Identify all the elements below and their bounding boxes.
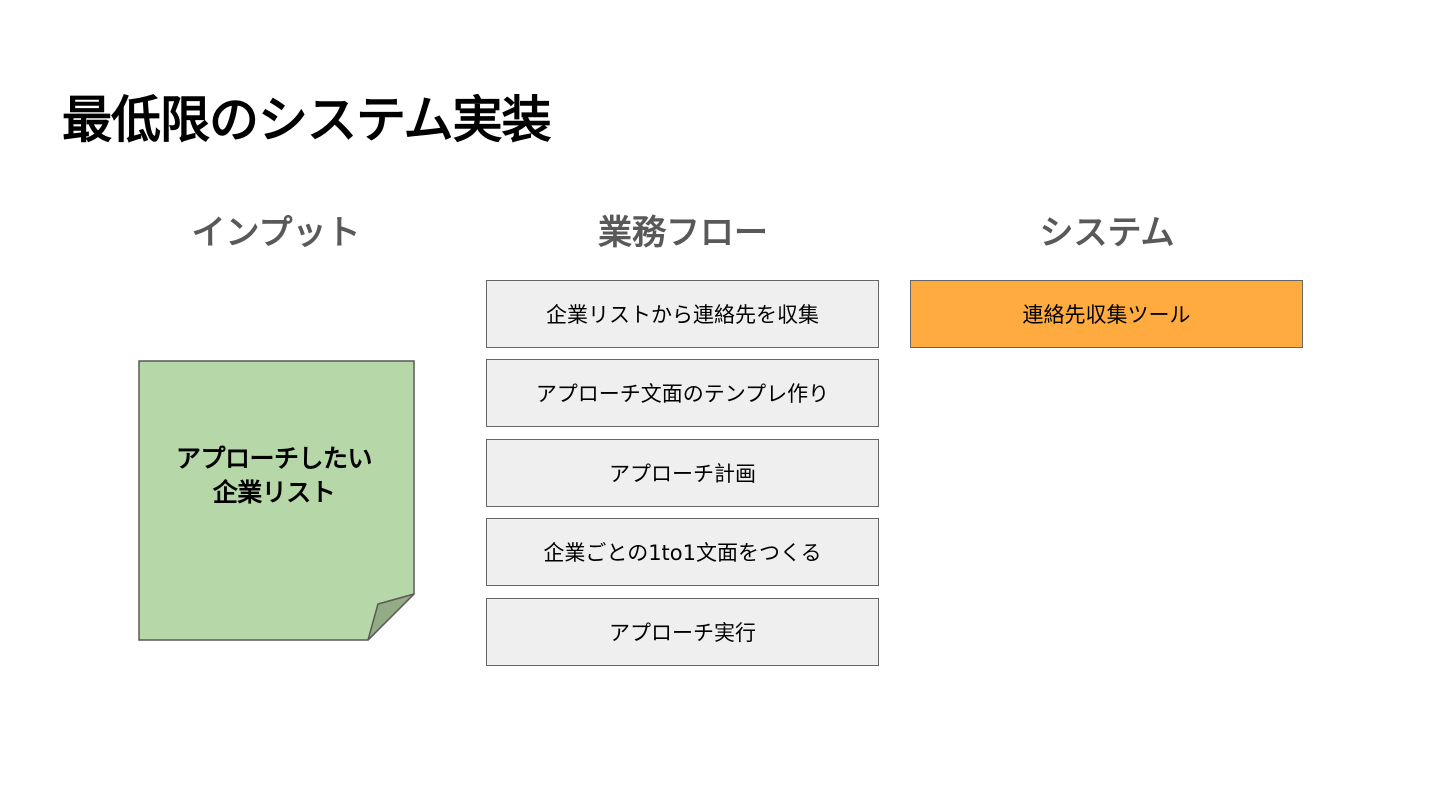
sticky-note-shape	[138, 360, 415, 641]
column-header-system: システム	[1039, 213, 1175, 253]
flow-step-plan: アプローチ計画	[486, 439, 879, 507]
input-note-line-2: 企業リスト	[212, 478, 336, 507]
flow-step-personalized-text: 企業ごとの1to1文面をつくる	[486, 518, 879, 586]
input-note-line-1: アプローチしたい	[175, 444, 373, 473]
column-header-flow: 業務フロー	[598, 213, 768, 253]
flow-step-template: アプローチ文面のテンプレ作り	[486, 359, 879, 427]
flow-step-collect-contacts: 企業リストから連絡先を収集	[486, 280, 879, 348]
sticky-note-fold	[367, 593, 415, 641]
column-header-input: インプット	[191, 213, 361, 253]
flow-step-execute: アプローチ実行	[486, 598, 879, 666]
input-sticky-note: アプローチしたい 企業リスト	[138, 360, 416, 642]
slide-title: 最低限のシステム実装	[62, 91, 551, 149]
system-tool-contact-collector: 連絡先収集ツール	[910, 280, 1303, 348]
input-note-text: アプローチしたい 企業リスト	[138, 442, 410, 510]
